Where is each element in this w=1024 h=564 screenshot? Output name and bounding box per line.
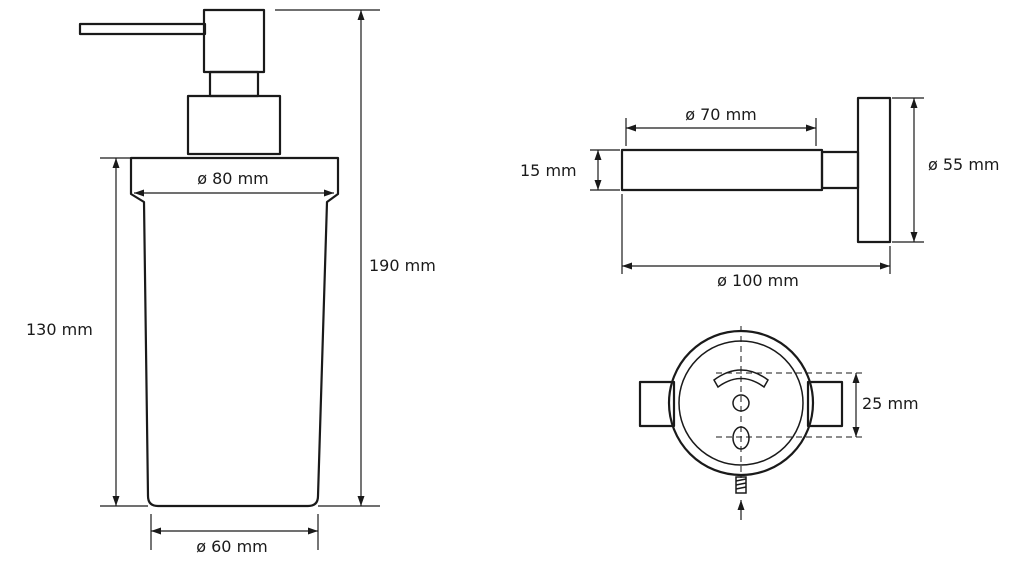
pump-nozzle <box>78 22 207 36</box>
total-height-label: 190 mm <box>369 256 436 275</box>
base-diameter-label: ø 60 mm <box>196 537 268 556</box>
holder-neck <box>820 150 860 190</box>
wall-plate-front-view <box>638 326 866 520</box>
dim-cup-diameter: ø 80 mm <box>134 169 334 197</box>
dim-arm-thickness: 15 mm <box>520 149 620 191</box>
dim-base-diameter: ø 60 mm <box>150 514 319 556</box>
left-tab <box>638 380 676 428</box>
right-tab <box>806 380 844 428</box>
dim-projection: ø 100 mm <box>621 194 891 290</box>
screw-spacing-label: 25 mm <box>862 394 919 413</box>
dim-total-height: 190 mm <box>275 9 436 507</box>
projection-label: ø 100 mm <box>717 271 799 290</box>
soap-dispenser-front-view <box>78 8 340 508</box>
cup-height-label: 130 mm <box>26 320 93 339</box>
wall-flange <box>856 96 892 244</box>
holder-arm <box>620 148 824 192</box>
arm-thickness-label: 15 mm <box>520 161 577 180</box>
cup-body <box>129 156 340 508</box>
pump-stem <box>208 70 260 98</box>
outer-rim <box>667 329 815 477</box>
holder-side-view <box>620 96 892 244</box>
pump-collar <box>186 94 282 156</box>
dim-arm-diameter: ø 70 mm <box>625 105 817 146</box>
dim-flange-diameter: ø 55 mm <box>892 97 1000 243</box>
cup-diameter-label: ø 80 mm <box>197 169 269 188</box>
dim-cup-height: 130 mm <box>26 157 148 507</box>
dim-screw-spacing: 25 mm <box>852 373 919 437</box>
flange-diameter-label: ø 55 mm <box>928 155 1000 174</box>
pump-head <box>202 8 266 74</box>
top-slot <box>713 369 769 389</box>
arm-diameter-label: ø 70 mm <box>685 105 757 124</box>
